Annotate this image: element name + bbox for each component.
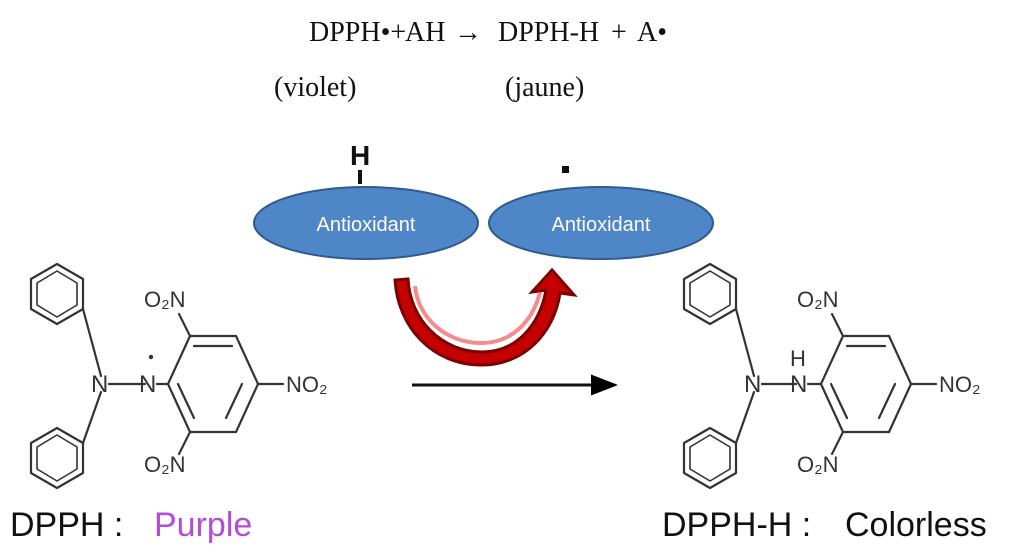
dpph-h-structure bbox=[682, 262, 938, 490]
bond-n-top-phenyl bbox=[734, 307, 756, 378]
picryl-ring bbox=[819, 334, 913, 434]
radical-dot-icon bbox=[148, 354, 154, 360]
dpph-atom-n2: N bbox=[139, 371, 156, 398]
dpph-h-atom-n2: N bbox=[790, 371, 807, 398]
arrow-highlight bbox=[413, 285, 542, 346]
jaune-label: (jaune) bbox=[505, 72, 584, 103]
picryl-double-2 bbox=[877, 382, 897, 420]
bond-n-bottom-phenyl bbox=[81, 390, 103, 445]
phenyl-ring-top-inner bbox=[689, 270, 731, 318]
dpph-o2n-bottom: O₂N bbox=[144, 452, 186, 477]
equation-antioxidant: AH bbox=[405, 17, 445, 48]
bond-n-top-phenyl bbox=[81, 307, 103, 378]
equation-dpph-radical: DPPH•+ bbox=[309, 17, 406, 48]
equation-arrow: → bbox=[454, 17, 482, 48]
dpph-labels: N N O₂N NO₂ O₂N bbox=[91, 287, 328, 477]
color-labels: (violet) (jaune) bbox=[274, 72, 584, 103]
antioxidant-after: Antioxidant bbox=[488, 166, 714, 260]
bond-bottom-nitro bbox=[830, 430, 845, 456]
red-curved-arrow-icon bbox=[393, 267, 578, 367]
phenyl-ring-top bbox=[682, 262, 738, 326]
antioxidant-ellipse bbox=[488, 186, 714, 260]
dpph-structure bbox=[29, 262, 285, 490]
dpph-h-no2-right: NO₂ bbox=[939, 372, 981, 397]
bond-top-nitro bbox=[177, 312, 192, 338]
picryl-double-3 bbox=[176, 382, 196, 420]
caption-dpph-h-prefix: DPPH-H : bbox=[662, 506, 811, 544]
bond-n-bottom-phenyl bbox=[734, 390, 756, 445]
phenyl-ring-bottom-inner bbox=[689, 434, 731, 482]
dpph-h-atom-n1: N bbox=[744, 371, 761, 398]
phenyl-ring-top-inner bbox=[36, 270, 78, 318]
antioxidant-label: Antioxidant bbox=[552, 214, 651, 236]
dpph-no2-right: NO₂ bbox=[286, 372, 328, 397]
picryl-ring bbox=[166, 334, 260, 434]
antioxidant-before: H Antioxidant bbox=[253, 140, 479, 260]
picryl-double-3 bbox=[829, 382, 849, 420]
hydrogen-transfer-arrow bbox=[393, 267, 578, 367]
phenyl-ring-bottom-inner bbox=[36, 434, 78, 482]
dpph-h-o2n-bottom: O₂N bbox=[797, 452, 839, 477]
caption-dpph-h-colorless: Colorless bbox=[845, 506, 987, 544]
caption-dpph-purple: Purple bbox=[154, 506, 252, 544]
violet-label: (violet) bbox=[274, 72, 356, 103]
dpph-atom-n1: N bbox=[91, 371, 108, 398]
caption-dpph-prefix: DPPH : bbox=[10, 506, 123, 544]
dpph-o2n-top: O₂N bbox=[144, 287, 186, 312]
equation-line: DPPH•+ AH → DPPH-H + A• bbox=[309, 17, 667, 48]
dpph-h-atom-h: H bbox=[790, 346, 806, 371]
dpph-h-labels: N N H O₂N NO₂ O₂N bbox=[744, 287, 981, 477]
phenyl-ring-bottom bbox=[29, 426, 85, 490]
picryl-double-2 bbox=[224, 382, 244, 420]
dpph-h-o2n-top: O₂N bbox=[797, 287, 839, 312]
hydrogen-atom-label: H bbox=[350, 140, 370, 171]
equation-radical-product: A• bbox=[637, 17, 667, 48]
antioxidant-label: Antioxidant bbox=[317, 214, 416, 236]
captions: DPPH : Purple DPPH-H : Colorless bbox=[10, 506, 987, 544]
bond-bottom-nitro bbox=[177, 430, 192, 456]
phenyl-ring-top bbox=[29, 262, 85, 326]
bond-top-nitro bbox=[830, 312, 845, 338]
phenyl-ring-bottom bbox=[682, 426, 738, 490]
radical-dot-icon bbox=[562, 166, 569, 173]
equation-dpph-h: DPPH-H bbox=[498, 17, 599, 48]
antioxidant-ellipse bbox=[253, 186, 479, 260]
equation-plus: + bbox=[611, 17, 627, 48]
